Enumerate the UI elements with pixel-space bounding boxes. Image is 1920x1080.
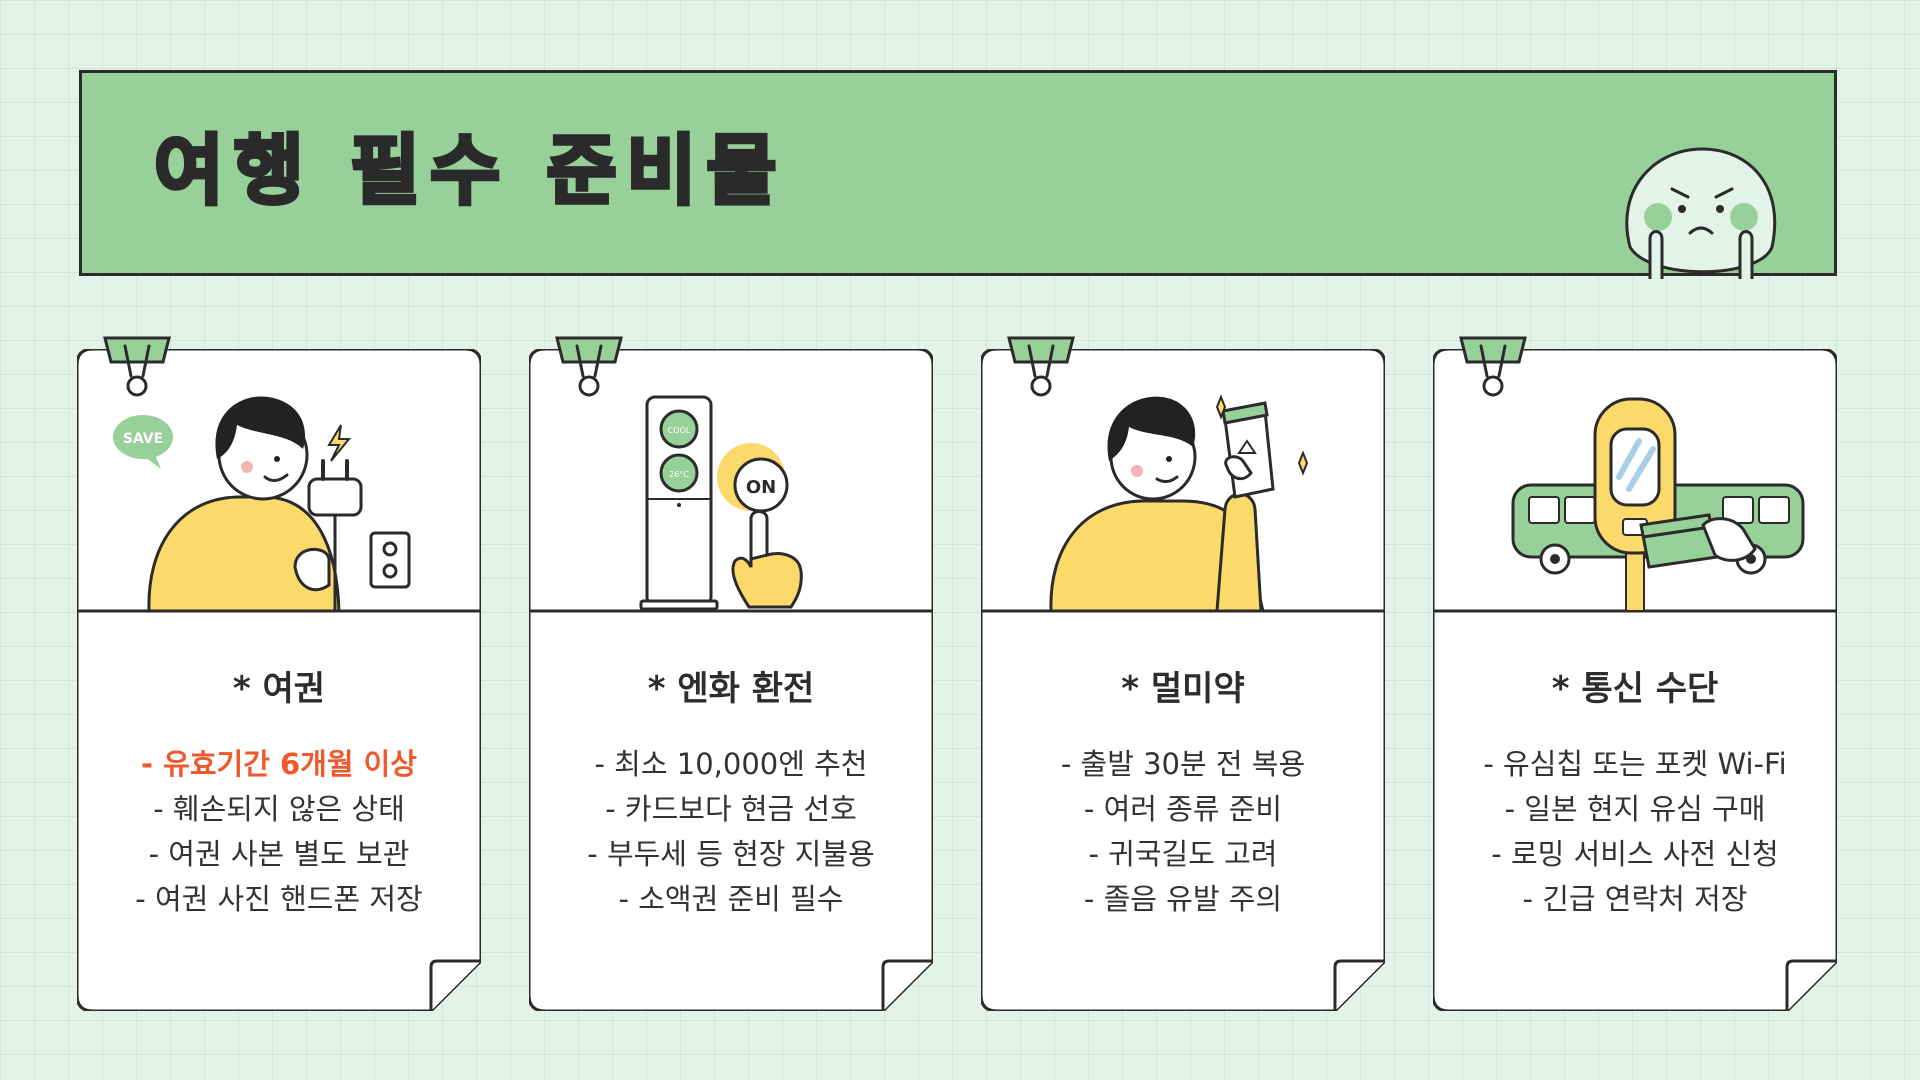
list-item: - 귀국길도 고려 (1088, 837, 1278, 871)
list-item: - 유심칩 또는 포켓 Wi-Fi (1483, 747, 1787, 781)
card-title: * 멀미약 (1121, 669, 1245, 709)
air-conditioner-on-button-illustration-icon: COOL 26°C ON (639, 395, 803, 611)
list-item: - 소액권 준비 필수 (618, 882, 844, 916)
list-item: - 훼손되지 않은 상태 (153, 792, 405, 826)
binder-clip-icon (1459, 336, 1527, 397)
list-item: - 로밍 서비스 사전 신청 (1491, 837, 1779, 871)
person-plug-illustration-icon: SAVE (113, 396, 411, 613)
card-title: * 엔화 환전 (647, 669, 815, 709)
temp-label: 26°C (669, 470, 689, 479)
card-title: * 통신 수단 (1551, 669, 1719, 709)
card-item-list: - 최소 10,000엔 추천 - 카드보다 현금 선호 - 부두세 등 현장 … (529, 742, 933, 922)
list-item: - 일본 현지 유심 구매 (1504, 792, 1766, 826)
list-item: - 출발 30분 전 복용 (1060, 747, 1306, 781)
header-banner: 여행 필수 준비물 (79, 70, 1837, 279)
person-medicine-illustration-icon (1049, 394, 1309, 613)
list-item: - 여권 사본 별도 보관 (148, 837, 410, 871)
on-badge-text: ON (746, 477, 776, 498)
binder-clip-icon (103, 336, 171, 397)
list-item: - 유효기간 6개월 이상 (141, 747, 417, 781)
cool-label: COOL (668, 426, 691, 435)
card-passport: SAVE * 여권 - 유효기간 6개월 이상 - 훼손되지 않은 상태 - 여… (77, 336, 481, 1011)
list-item: - 졸음 유발 주의 (1083, 882, 1283, 916)
card-frame (529, 349, 933, 1011)
list-item: - 여러 종류 준비 (1083, 792, 1283, 826)
bus-card-terminal-illustration-icon (1511, 397, 1805, 612)
card-title: * 여권 (232, 669, 326, 709)
list-item: - 긴급 연락처 저장 (1522, 882, 1748, 916)
card-item-list: - 유효기간 6개월 이상 - 훼손되지 않은 상태 - 여권 사본 별도 보관… (77, 742, 481, 922)
card-item-list: - 출발 30분 전 복용 - 여러 종류 준비 - 귀국길도 고려 - 졸음 … (981, 742, 1385, 922)
list-item: - 카드보다 현금 선호 (605, 792, 857, 826)
worried-face-mascot-icon (1625, 147, 1777, 279)
list-item: - 부두세 등 현장 지불용 (587, 837, 875, 871)
card-frame (981, 349, 1385, 1011)
page-title: 여행 필수 준비물 (152, 126, 787, 215)
card-item-list: - 유심칩 또는 포켓 Wi-Fi - 일본 현지 유심 구매 - 로밍 서비스… (1433, 742, 1837, 922)
binder-clip-icon (555, 336, 623, 397)
list-item: - 최소 10,000엔 추천 (594, 747, 868, 781)
card-yen-exchange: COOL 26°C ON * 엔화 환전 - 최소 10,000엔 추천 - 카… (529, 336, 933, 1011)
list-item: - 여권 사진 핸드폰 저장 (135, 882, 423, 916)
binder-clip-icon (1007, 336, 1075, 397)
save-badge-text: SAVE (123, 431, 163, 447)
card-communication: * 통신 수단 - 유심칩 또는 포켓 Wi-Fi - 일본 현지 유심 구매 … (1433, 336, 1837, 1011)
card-motion-sickness: * 멀미약 - 출발 30분 전 복용 - 여러 종류 준비 - 귀국길도 고려… (981, 336, 1385, 1011)
